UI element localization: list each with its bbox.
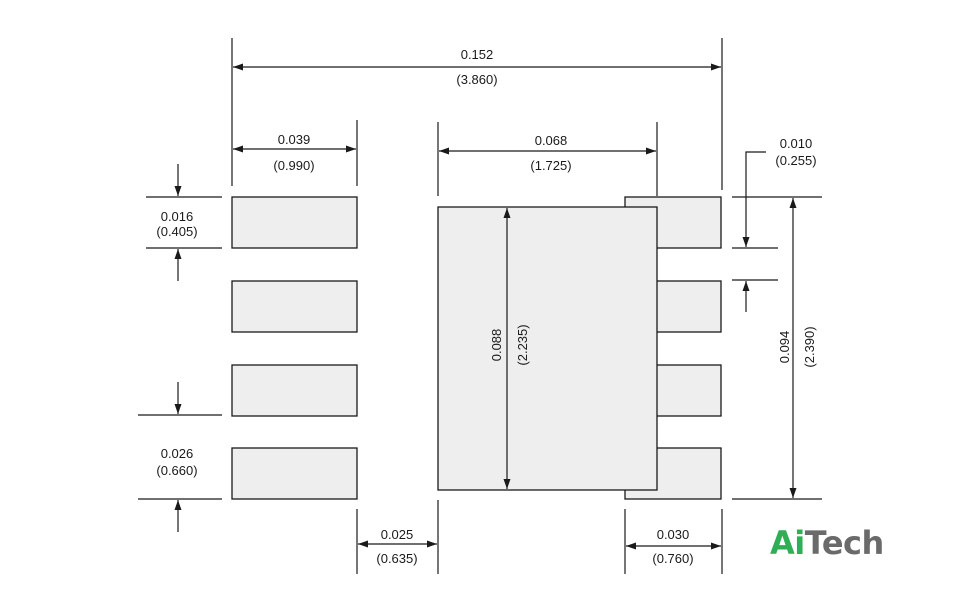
- pitch-in: 0.026: [161, 446, 194, 461]
- right-offset-leader: [742, 151, 766, 247]
- center-width-in: 0.068: [535, 133, 568, 148]
- left-pad-4: [231, 447, 358, 500]
- overall-height-in: 0.094: [777, 331, 792, 364]
- gap-mm: (0.635): [376, 551, 417, 566]
- pad-length-in: 0.039: [278, 132, 311, 147]
- pad-width-mm: (0.405): [156, 224, 197, 239]
- right-pad-length-mm: (0.760): [652, 551, 693, 566]
- center-height-mm: (2.235): [515, 324, 530, 365]
- left-pads: [231, 196, 358, 500]
- right-offset-mm: (0.255): [775, 153, 816, 168]
- aitech-logo: AiTech: [770, 524, 884, 562]
- center-pad: [437, 206, 658, 491]
- pitch-mm: (0.660): [156, 463, 197, 478]
- logo-part-tech: Tech: [804, 524, 885, 562]
- extension-lines: [138, 38, 822, 574]
- center-width-mm: (1.725): [530, 158, 571, 173]
- overall-height-mm: (2.390): [802, 326, 817, 367]
- left-pad-3: [231, 364, 358, 417]
- overall-width-mm: (3.860): [456, 72, 497, 87]
- logo-part-ai: Ai: [770, 524, 805, 562]
- pad-width-in: 0.016: [161, 209, 194, 224]
- left-pad-1: [231, 196, 358, 249]
- gap-in: 0.025: [381, 527, 414, 542]
- right-offset-in: 0.010: [780, 136, 813, 151]
- center-height-in: 0.088: [489, 329, 504, 362]
- left-pad-2: [231, 280, 358, 333]
- pad-length-mm: (0.990): [273, 158, 314, 173]
- overall-width-in: 0.152: [461, 47, 494, 62]
- right-pad-length-in: 0.030: [657, 527, 690, 542]
